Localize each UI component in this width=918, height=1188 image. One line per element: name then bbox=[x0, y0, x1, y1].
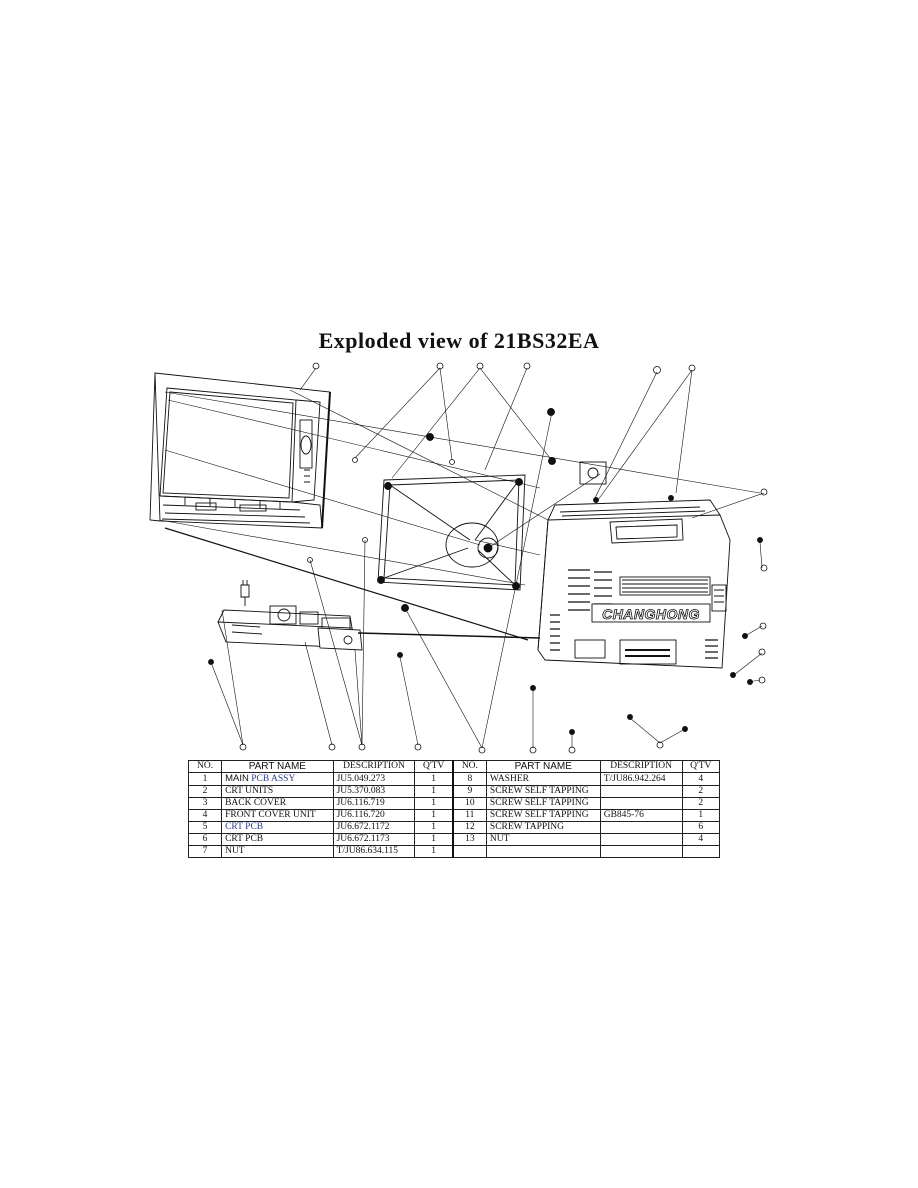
cell-no: 13 bbox=[451, 833, 487, 846]
cell-qty: 1 bbox=[414, 785, 454, 798]
cell-part-name: CRT PCB bbox=[221, 833, 334, 846]
back-cover bbox=[537, 499, 731, 669]
cell-part-name bbox=[485, 845, 601, 858]
cell-no: 7 bbox=[187, 845, 223, 858]
table-row: 7 NUT T/JU86.634.115 1 bbox=[187, 845, 721, 858]
table-row: 3 BACK COVER JU6.116.719 1 10 SCREW SELF… bbox=[187, 797, 721, 810]
cell-part-name: WASHER bbox=[485, 772, 601, 786]
table-header-row: NO. PART NAME DESCRIPTION Q'TV NO. PART … bbox=[187, 760, 721, 773]
cell-description: JU5.049.273 bbox=[332, 772, 416, 786]
page-title: Exploded view of 21BS32EA bbox=[318, 328, 600, 353]
col-qty: Q'TV bbox=[681, 760, 721, 773]
col-no: NO. bbox=[451, 760, 487, 773]
cell-qty: 1 bbox=[414, 809, 454, 822]
main-pcb-assy bbox=[217, 580, 363, 651]
cell-no: 8 bbox=[451, 772, 487, 786]
cell-no: 2 bbox=[187, 785, 223, 798]
cell-part-name: BACK COVER bbox=[221, 797, 334, 810]
cell-qty: 1 bbox=[414, 797, 454, 810]
cell-part-name: SCREW SELF TAPPING bbox=[485, 809, 601, 822]
cell-part-name: CRT PCB bbox=[221, 821, 334, 834]
col-part-name: PART NAME bbox=[485, 760, 601, 773]
cell-part-name: NUT bbox=[221, 845, 334, 858]
table-row: 4 FRONT COVER UNIT JU6.116.720 1 11 SCRE… bbox=[187, 809, 721, 822]
brand-logo: CHANGHONG bbox=[602, 606, 700, 622]
cell-qty: 1 bbox=[414, 772, 454, 786]
cell-description: GB845-76 bbox=[599, 809, 683, 822]
cell-qty: 6 bbox=[681, 821, 721, 834]
parts-list-table: NO. PART NAME DESCRIPTION Q'TV NO. PART … bbox=[187, 760, 721, 858]
cell-part-name: NUT bbox=[485, 833, 601, 846]
cell-qty: 1 bbox=[414, 833, 454, 846]
col-description: DESCRIPTION bbox=[332, 760, 416, 773]
cell-description: JU6.116.720 bbox=[332, 809, 416, 822]
table-row: 6 CRT PCB JU6.672.1173 1 13 NUT 4 bbox=[187, 833, 721, 846]
col-part-name: PART NAME bbox=[221, 760, 334, 773]
cell-qty: 1 bbox=[681, 809, 721, 822]
cell-description: JU5.370.083 bbox=[332, 785, 416, 798]
cell-part-name: SCREW SELF TAPPING bbox=[485, 797, 601, 810]
cell-description: T/JU86.634.115 bbox=[332, 845, 416, 858]
cell-part-name: FRONT COVER UNIT bbox=[221, 809, 334, 822]
cell-description bbox=[599, 833, 683, 846]
cell-qty: 2 bbox=[681, 797, 721, 810]
front-cover-unit bbox=[149, 372, 331, 529]
crt-units bbox=[377, 474, 526, 591]
cell-no: 4 bbox=[187, 809, 223, 822]
cell-description: JU6.672.1173 bbox=[332, 833, 416, 846]
washer-plate bbox=[579, 461, 607, 485]
table-row: 5 CRT PCB JU6.672.1172 1 12 SCREW TAPPIN… bbox=[187, 821, 721, 834]
cell-no: 1 bbox=[187, 772, 223, 786]
cell-description bbox=[599, 845, 683, 858]
cell-qty: 1 bbox=[414, 845, 454, 858]
table-row: 1 MAIN PCB ASSY JU5.049.273 1 8 WASHER T… bbox=[187, 772, 721, 786]
table-row: 2 CRT UNITS JU5.370.083 1 9 SCREW SELF T… bbox=[187, 785, 721, 798]
cell-qty: 1 bbox=[414, 821, 454, 834]
cell-no: 5 bbox=[187, 821, 223, 834]
cell-no: 3 bbox=[187, 797, 223, 810]
cell-description: T/JU86.942.264 bbox=[599, 772, 683, 786]
cell-no: 12 bbox=[451, 821, 487, 834]
cell-description bbox=[599, 785, 683, 798]
cell-no: 9 bbox=[451, 785, 487, 798]
cell-no bbox=[451, 845, 487, 858]
cell-part-name: MAIN PCB ASSY bbox=[221, 772, 334, 786]
cell-qty bbox=[681, 845, 721, 858]
cell-part-name: SCREW SELF TAPPING bbox=[485, 785, 601, 798]
cell-description: JU6.672.1172 bbox=[332, 821, 416, 834]
cell-no: 11 bbox=[451, 809, 487, 822]
cell-part-name: CRT UNITS bbox=[221, 785, 334, 798]
cell-qty: 4 bbox=[681, 833, 721, 846]
cell-description: JU6.116.719 bbox=[332, 797, 416, 810]
cell-no: 6 bbox=[187, 833, 223, 846]
cell-description bbox=[599, 821, 683, 834]
cell-part-name: SCREW TAPPING bbox=[485, 821, 601, 834]
cell-qty: 4 bbox=[681, 772, 721, 786]
cell-qty: 2 bbox=[681, 785, 721, 798]
col-qty: Q'TV bbox=[414, 760, 454, 773]
cell-no: 10 bbox=[451, 797, 487, 810]
col-description: DESCRIPTION bbox=[599, 760, 683, 773]
col-no: NO. bbox=[187, 760, 223, 773]
cell-description bbox=[599, 797, 683, 810]
